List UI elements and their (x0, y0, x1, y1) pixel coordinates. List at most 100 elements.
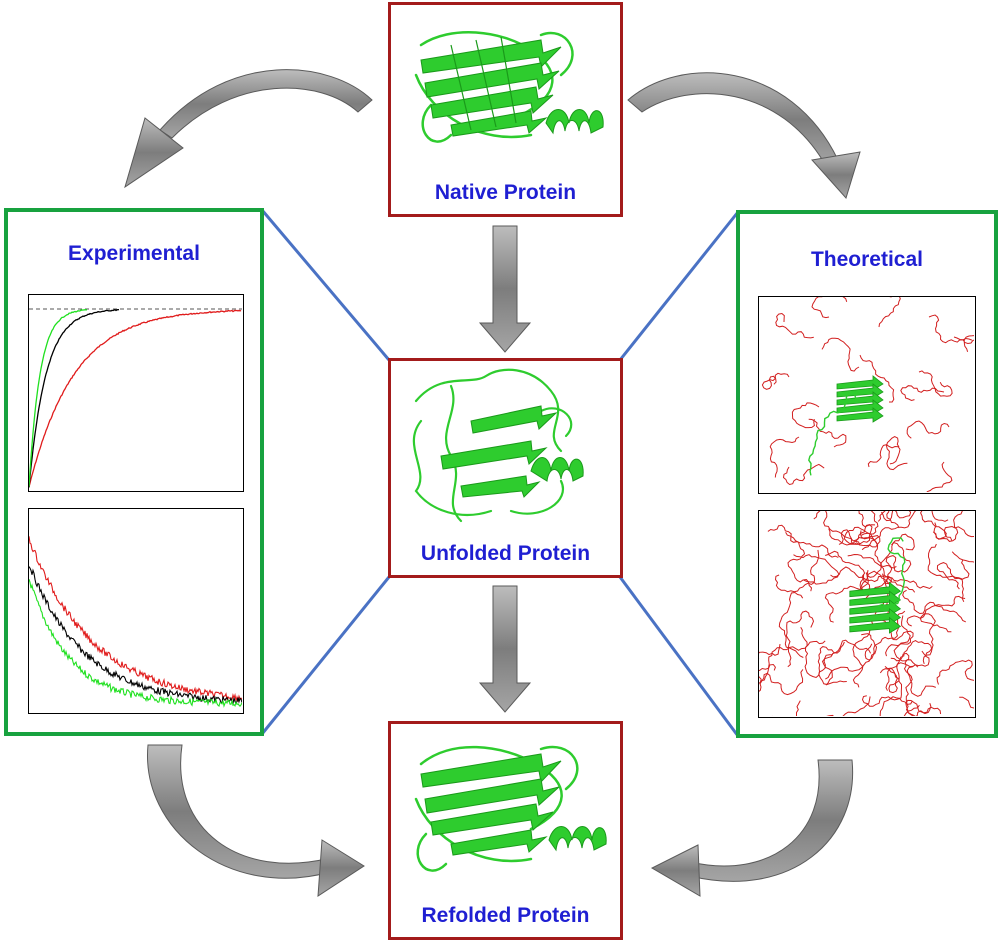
polymer-chain (761, 372, 790, 390)
simulation-snapshot-sparse (758, 296, 976, 494)
refolded-protein-structure-icon (414, 745, 607, 872)
down-arrow-icon (478, 585, 532, 713)
polymer-chain (858, 511, 900, 529)
polymer-chain (879, 662, 914, 694)
trace-black (29, 566, 242, 706)
polymer-chain (879, 696, 913, 716)
polymer-chain (804, 640, 833, 679)
polymer-chain (900, 385, 945, 402)
protein-strand (849, 607, 902, 625)
polymer-chain (759, 644, 781, 684)
polymer-chain (817, 641, 847, 686)
polymer-chain (825, 633, 878, 680)
protein-strand (849, 590, 902, 608)
polymer-chain (774, 549, 820, 593)
protein-strand (849, 599, 902, 617)
polymer-chain (943, 525, 974, 541)
polymer-chain (824, 570, 869, 623)
polymer-chain (867, 444, 901, 468)
polymer-chain (864, 610, 906, 661)
curved-arrow-icon (159, 69, 373, 139)
kinetics-plot-rising (28, 294, 244, 492)
trace-red (29, 309, 242, 488)
polymer-chain (926, 461, 953, 492)
polymer-chain (861, 511, 917, 551)
polymer-chain (906, 650, 936, 697)
polymer-chain (759, 669, 804, 696)
trace-green (29, 579, 242, 708)
theoretical-label: Theoretical (810, 248, 924, 271)
unfolded-protein-box: Unfolded Protein (388, 358, 623, 578)
polymer-chain (861, 666, 902, 707)
unfolded-protein-label: Unfolded Protein (420, 542, 591, 565)
polymer-chain (906, 613, 936, 665)
polymer-chain (808, 418, 847, 448)
polymer-chain (775, 312, 814, 339)
polymer-chain (808, 391, 860, 476)
polymer-chain (919, 595, 966, 633)
polymer-chain (791, 402, 820, 429)
arrowhead-icon (317, 839, 365, 897)
protein-strand (836, 407, 884, 423)
polymer-chain (885, 640, 933, 691)
connector-line (618, 576, 740, 737)
polymer-chain (769, 436, 800, 478)
polymer-chain (771, 700, 801, 716)
experimental-panel: Experimental (4, 208, 264, 736)
polymer-chain (778, 591, 804, 658)
polymer-chain (843, 511, 879, 546)
refolded-protein-label: Refolded Protein (421, 904, 590, 927)
curved-arrow-icon (689, 759, 854, 882)
polymer-chain (877, 511, 912, 522)
polymer-chain (959, 696, 974, 709)
polymer-chain (885, 436, 908, 471)
kinetics-plot-decay (28, 508, 244, 714)
native-protein-label: Native Protein (434, 181, 577, 204)
polymer-chain (927, 543, 970, 581)
polymer-chain (933, 511, 964, 542)
polymer-chain (885, 542, 912, 573)
down-arrow-icon (478, 225, 532, 353)
protein-strand (836, 391, 884, 407)
polymer-chain (905, 699, 942, 716)
refolded-protein-box: Refolded Protein (388, 721, 623, 940)
polymer-chain (903, 704, 920, 716)
trace-green (29, 309, 88, 487)
trace-red (29, 536, 242, 703)
polymer-chain (825, 550, 871, 592)
experimental-label: Experimental (68, 242, 200, 265)
polymer-chain (936, 659, 974, 685)
polymer-chain (873, 537, 906, 612)
simulation-snapshot-crowded (758, 510, 976, 718)
polymer-chain (813, 511, 878, 545)
polymer-chain (785, 531, 813, 592)
polymer-chain (936, 562, 965, 603)
curved-arrow-icon (147, 744, 331, 879)
polymer-chain (767, 524, 839, 558)
polymer-chain (902, 589, 967, 623)
polymer-chain (826, 696, 871, 716)
polymer-chain (953, 335, 974, 352)
polymer-chain (865, 533, 915, 578)
trace-black (29, 308, 120, 488)
polymer-chain (759, 663, 776, 672)
polymer-chain (821, 639, 872, 686)
arrowhead-icon (811, 151, 861, 199)
unfolded-protein-structure-icon (412, 368, 584, 523)
polymer-chain (906, 420, 950, 439)
polymer-chain (838, 524, 873, 545)
polymer-chain (859, 354, 895, 403)
polymer-chain (903, 659, 919, 716)
polymer-chain (785, 610, 815, 668)
polymer-chain (951, 551, 974, 563)
arrowhead-icon (124, 117, 184, 189)
polymer-chain (920, 511, 949, 540)
polymer-chain (918, 370, 953, 397)
connector-line (260, 209, 391, 361)
native-protein-structure-icon (414, 31, 604, 143)
polymer-chain (878, 297, 901, 328)
polymer-chain (890, 615, 911, 662)
polymer-chain (782, 463, 825, 486)
